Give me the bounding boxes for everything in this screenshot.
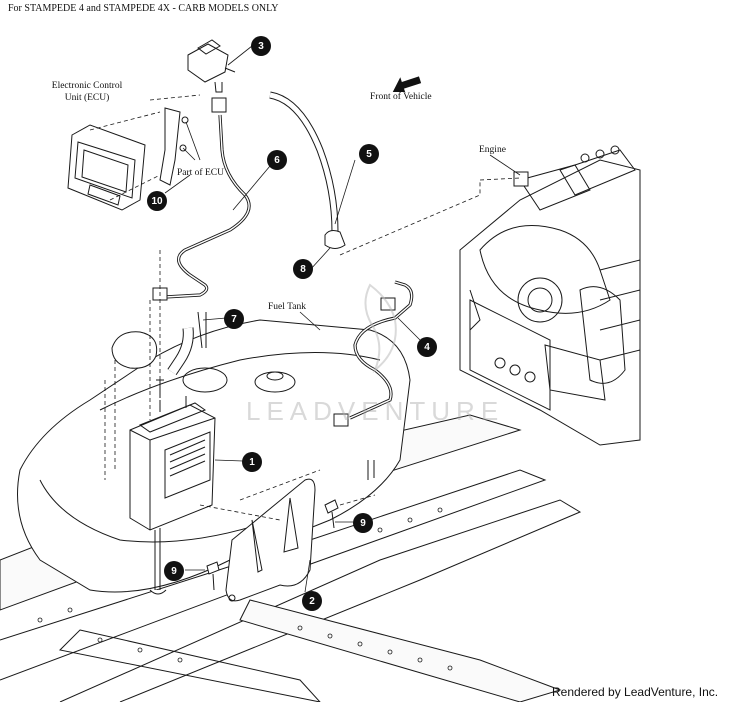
front-arrow-icon [392, 76, 422, 92]
callout-2: 2 [302, 591, 322, 611]
elbow-fitting-lower [333, 413, 349, 427]
ecu-label-line1: Electronic Control [51, 81, 123, 91]
charcoal-canister-part-1 [129, 379, 216, 531]
callout-8: 8 [293, 259, 313, 279]
render-credit: Rendered by LeadVenture, Inc. [552, 685, 719, 699]
bolt-part-9 [206, 499, 339, 591]
purge-valve-part-3 [187, 39, 236, 113]
hose-part-4-inner [349, 281, 413, 419]
callout-7: 7 [224, 309, 244, 329]
front-of-vehicle-label: Front of Vehicle [370, 92, 432, 102]
callout-5: 5 [359, 144, 379, 164]
part-of-ecu-label: Part of ECU [177, 168, 224, 178]
callout-3: 3 [251, 36, 271, 56]
callout-6: 6 [267, 150, 287, 170]
hose-end-part-8 [324, 230, 346, 249]
callout-9-lower: 9 [164, 561, 184, 581]
fuel-tank-label: Fuel Tank [268, 302, 306, 312]
pipe-fitting [197, 311, 207, 349]
hose-part-7-inner [168, 327, 193, 375]
hose-part-6-inner [164, 114, 250, 298]
leader-lines [89, 94, 521, 521]
callout-leaders [164, 45, 521, 593]
ecu-bracket-part-10 [159, 107, 189, 186]
callout-9-upper: 9 [353, 513, 373, 533]
ecu-label-line2: Unit (ECU) [64, 93, 110, 103]
hose-part-5-inner [269, 92, 338, 233]
ecu-label: Electronic Control Unit (ECU) [46, 80, 128, 104]
mount-posts [149, 460, 375, 595]
callout-1: 1 [242, 452, 262, 472]
engine-label: Engine [479, 145, 506, 155]
engine-assembly [459, 145, 641, 446]
ecu-module [67, 124, 146, 211]
callout-10: 10 [147, 191, 167, 211]
watermark-text: LEADVENTURE [246, 396, 505, 426]
flame-logo-watermark [364, 283, 397, 374]
callout-4: 4 [417, 337, 437, 357]
heat-shield-part-2 [225, 478, 316, 602]
diagram-title: For STAMPEDE 4 and STAMPEDE 4X - CARB MO… [8, 3, 279, 14]
